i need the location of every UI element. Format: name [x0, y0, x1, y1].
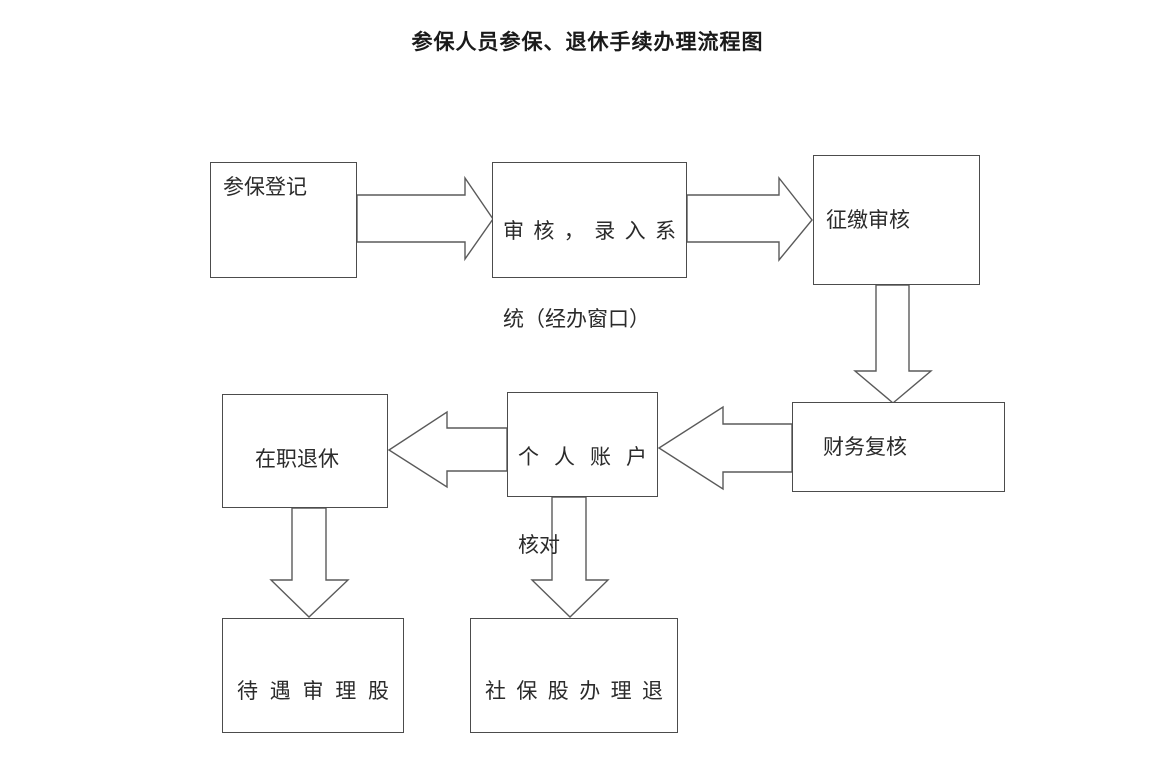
- page-title: 参保人员参保、退休手续办理流程图: [411, 31, 764, 54]
- node-zaizhi-tuixiu[interactable]: 在职退休: [222, 394, 388, 508]
- node-shenhe-luru-xitong-line-2: 统（经办窗口）: [503, 307, 650, 331]
- arrow-zaizhituixiu-to-daiyushenli: [269, 507, 350, 618]
- node-zhengjiao-shenhe-label: 征缴审核: [826, 208, 910, 232]
- arrow-shenhe-to-zhengjiao: [686, 175, 813, 262]
- node-shebaogu-banli-tuixiu-label: 社保股办理退 休手续: [485, 625, 663, 760]
- arrow-canbaodengji-to-shenhe: [356, 175, 494, 262]
- node-zhengjiao-shenhe[interactable]: 征缴审核: [813, 155, 980, 285]
- node-caiwu-fuhe[interactable]: 财务复核: [792, 402, 1005, 492]
- node-daiyu-shenligu-heshi-label: 待遇审理股 核实待遇: [237, 625, 389, 760]
- node-shenhe-luru-xitong-label: 审核，录入系 统（经办窗口）: [503, 165, 676, 385]
- node-daiyu-shenligu-heshi[interactable]: 待遇审理股 核实待遇: [222, 618, 404, 733]
- node-geren-zhanghu-hedui-line-1: 个人账户: [518, 445, 647, 469]
- arrow-zhengjiao-to-caiwu: [853, 284, 933, 404]
- node-zaizhi-tuixiu-label: 在职退休: [255, 447, 339, 471]
- node-geren-zhanghu-hedui[interactable]: 个人账户 核对: [507, 392, 658, 557]
- node-caiwu-fuhe-label: 财务复核: [823, 435, 907, 459]
- node-canbaodengji-label: 参保登记: [223, 175, 307, 199]
- arrow-caiwu-to-gerenzhanghu: [657, 405, 793, 491]
- node-geren-zhanghu-hedui-line-2: 核对: [518, 533, 560, 557]
- node-daiyu-shenligu-heshi-line-1: 待遇审理股: [237, 679, 389, 703]
- node-shebaogu-banli-tuixiu-line-1: 社保股办理退: [485, 679, 663, 703]
- node-canbaodengji[interactable]: 参保登记: [210, 162, 357, 278]
- node-geren-zhanghu-hedui-label: 个人账户 核对: [518, 391, 647, 611]
- node-shenhe-luru-xitong-line-1: 审核，录入系: [503, 219, 676, 243]
- node-shenhe-luru-xitong[interactable]: 审核，录入系 统（经办窗口）: [492, 162, 687, 331]
- node-shebaogu-banli-tuixiu[interactable]: 社保股办理退 休手续: [470, 618, 678, 733]
- arrow-gerenzhanghu-to-zaizhituixiu: [387, 410, 508, 489]
